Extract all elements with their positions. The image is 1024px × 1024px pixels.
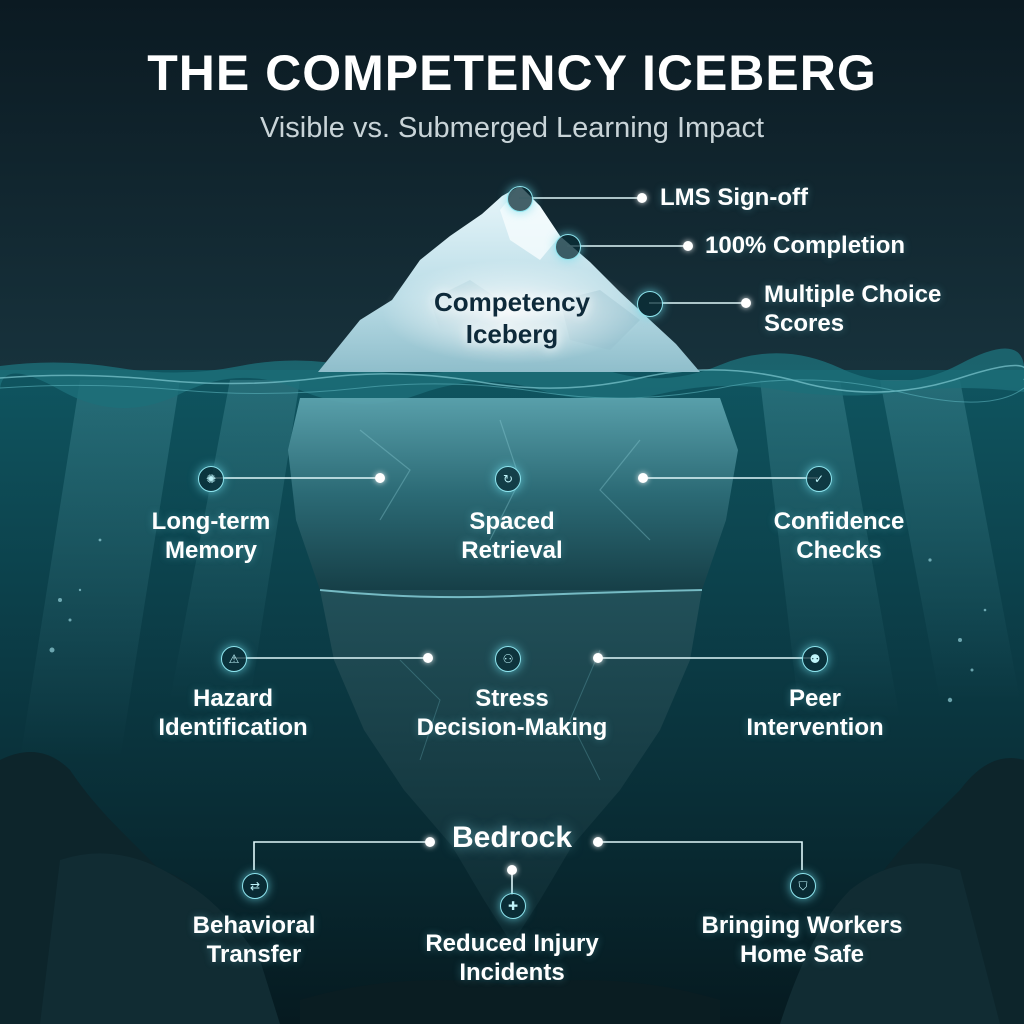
visible-item-label: Scores — [764, 310, 845, 337]
connector-dot — [423, 653, 433, 663]
warning-triangle-icon: ⚠ — [221, 646, 247, 672]
item-label: Confidence — [773, 508, 905, 535]
iceberg-label-line: Competency — [433, 287, 591, 317]
item-label: Intervention — [746, 714, 884, 741]
visible-node-icon — [555, 234, 581, 260]
transfer-icon: ⇄ — [242, 873, 268, 899]
visible-item-completion: 100% Completion — [705, 231, 905, 260]
bedrock-item-label: Reduced Injury — [425, 930, 599, 957]
item-label: Peer — [788, 685, 842, 712]
visible-item-label: LMS Sign-off — [660, 184, 808, 211]
bedrock-item-label: Incidents — [459, 959, 565, 986]
bedrock-item-label: Bringing Workers — [701, 912, 903, 939]
connector-dot — [741, 298, 751, 308]
item-label: Memory — [164, 537, 258, 564]
team-decision-icon: ⚇ — [495, 646, 521, 672]
visible-item-mc-scores: Multiple Choice Scores — [764, 280, 941, 338]
bubbles — [49, 538, 987, 703]
connector-dot — [507, 865, 517, 875]
item-long-term-memory: Long-term Memory — [106, 507, 316, 565]
item-stress-decision-making: Stress Decision-Making — [382, 684, 642, 742]
item-label: Stress — [475, 685, 549, 712]
bedrock-item-label: Home Safe — [739, 941, 865, 968]
people-icon: ⚉ — [802, 646, 828, 672]
visible-item-label: 100% Completion — [705, 232, 906, 259]
visible-item-lms-signoff: LMS Sign-off — [660, 183, 808, 212]
connector-dot — [683, 241, 693, 251]
bedrock-item-label: Transfer — [206, 941, 302, 968]
iceberg-label: Competency Iceberg — [392, 286, 632, 350]
connector-dot — [375, 473, 385, 483]
item-label: Retrieval — [461, 537, 563, 564]
connector-dot — [425, 837, 435, 847]
bedrock-item-home-safe: Bringing Workers Home Safe — [672, 911, 932, 969]
bedrock-title: Bedrock — [451, 821, 573, 854]
visible-item-label: Multiple Choice — [764, 281, 942, 308]
connector-dot — [593, 653, 603, 663]
water-surface — [0, 348, 1024, 409]
item-label: Hazard — [192, 685, 274, 712]
seabed-rocks — [0, 752, 1024, 1024]
item-label: Decision-Making — [416, 714, 608, 741]
bedrock-item-label: Behavioral — [192, 912, 316, 939]
connector-dot — [637, 193, 647, 203]
item-spaced-retrieval: Spaced Retrieval — [407, 507, 617, 565]
bedrock-item-reduced-injury: Reduced Injury Incidents — [382, 929, 642, 987]
item-hazard-identification: Hazard Identification — [108, 684, 358, 742]
item-label: Identification — [158, 714, 308, 741]
item-label: Spaced — [469, 508, 555, 535]
item-label: Checks — [796, 537, 882, 564]
visible-node-icon — [507, 186, 533, 212]
brain-icon: ✺ — [198, 466, 224, 492]
connector-dot — [638, 473, 648, 483]
check-circle-icon: ✓ — [806, 466, 832, 492]
page-title: THE COMPETENCY ICEBERG — [147, 45, 877, 101]
item-peer-intervention: Peer Intervention — [695, 684, 935, 742]
iceberg-tip — [318, 186, 700, 372]
connector-dot — [593, 837, 603, 847]
light-rays — [20, 380, 1020, 760]
item-label: Long-term — [151, 508, 271, 535]
bandage-icon: ✚ — [500, 893, 526, 919]
refresh-icon: ↻ — [495, 466, 521, 492]
bedrock-item-behavioral-transfer: Behavioral Transfer — [134, 911, 374, 969]
visible-node-icon — [637, 291, 663, 317]
iceberg-label-line: Iceberg — [465, 319, 559, 349]
page-subtitle: Visible vs. Submerged Learning Impact — [259, 112, 765, 144]
connector-lines — [210, 197, 818, 895]
iceberg-submerged-body — [288, 398, 738, 944]
item-confidence-checks: Confidence Checks — [734, 507, 944, 565]
shield-check-icon: ⛉ — [790, 873, 816, 899]
